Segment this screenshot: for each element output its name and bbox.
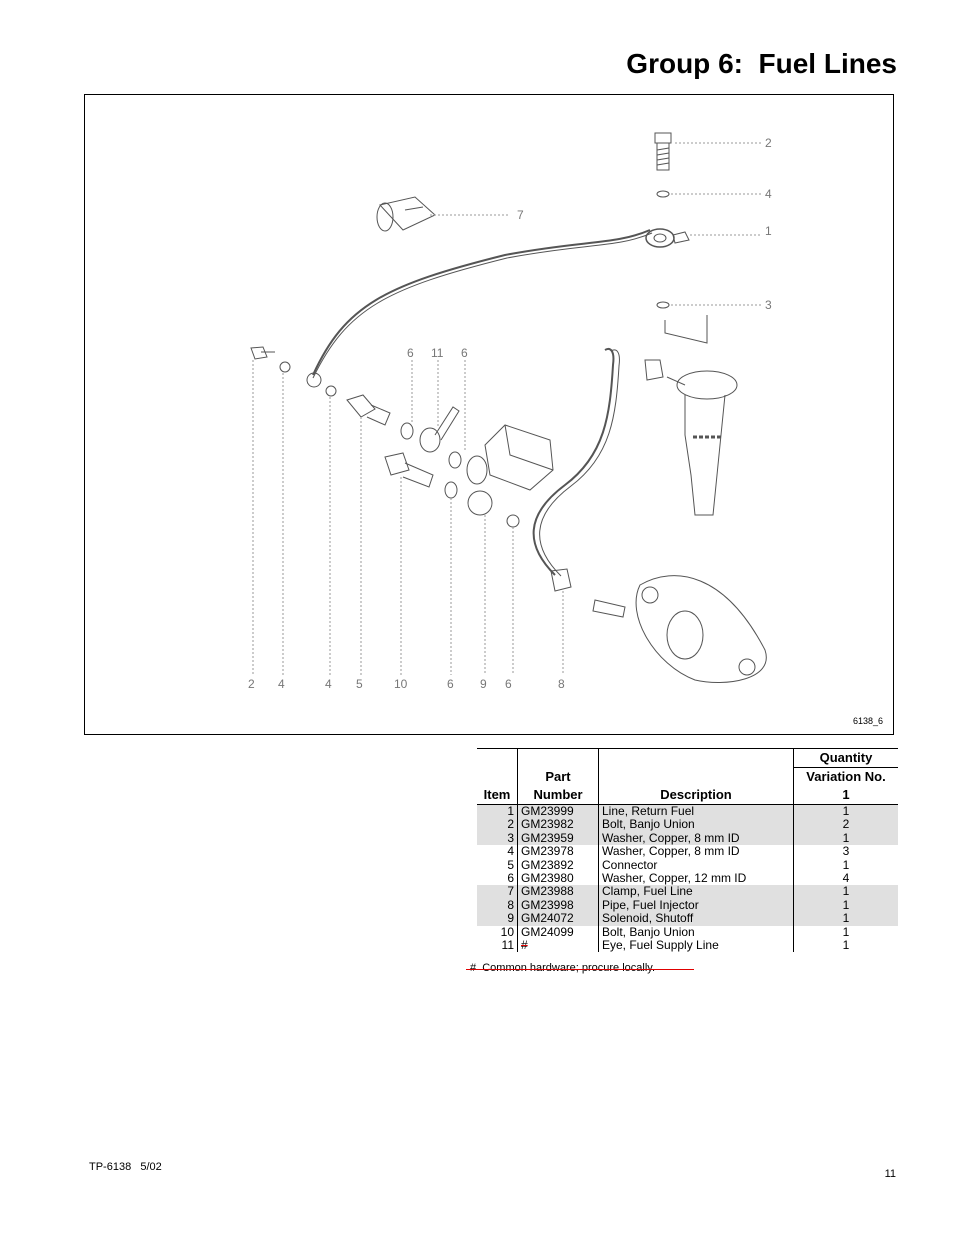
header-quantity: Quantity — [793, 748, 898, 768]
callout-10: 10 — [394, 677, 408, 691]
header-description: Description — [598, 786, 794, 805]
cell-description: Washer, Copper, 12 mm ID — [598, 871, 794, 886]
cell-item: 4 — [477, 844, 518, 859]
header-variation: Variation No. — [806, 769, 886, 784]
callout-2-bottom: 2 — [248, 677, 255, 691]
header-item: Item — [477, 786, 518, 805]
table-row: 10 GM24099 Bolt, Banjo Union 1 — [477, 924, 898, 940]
table-row: 8 GM23998 Pipe, Fuel Injector 1 — [477, 898, 898, 913]
callout-4-top: 4 — [765, 187, 772, 201]
cell-description: Bolt, Banjo Union — [598, 925, 794, 940]
header-part-line1: Part — [517, 767, 599, 786]
cell-description: Connector — [598, 858, 794, 873]
callout-6-bottom-a: 6 — [447, 677, 454, 691]
footnote-strikethrough — [466, 969, 694, 970]
cell-part: GM24099 — [517, 925, 599, 940]
figure-id: 6138_6 — [852, 716, 883, 726]
header-item-blank-1 — [477, 748, 518, 768]
cell-part: GM23980 — [517, 871, 599, 886]
table-row: 11 # Eye, Fuel Supply Line 1 — [477, 938, 898, 953]
callout-6-mid-b: 6 — [461, 346, 468, 360]
cell-qty: 1 — [793, 804, 898, 819]
common-hardware-mark: # — [521, 938, 528, 953]
table-row: 2 GM23982 Bolt, Banjo Union 2 — [477, 817, 898, 832]
header-part-line2: Number — [517, 786, 599, 805]
cell-qty: 1 — [842, 924, 850, 939]
cell-qty: 1 — [842, 938, 850, 953]
callout-8: 8 — [558, 677, 565, 691]
header-item-blank-2 — [477, 767, 518, 786]
cell-item: 6 — [477, 871, 518, 886]
callout-9: 9 — [480, 677, 487, 691]
cell-qty: 1 — [842, 857, 850, 872]
cell-part: GM23978 — [517, 844, 599, 859]
cell-qty: 4 — [842, 871, 850, 886]
cell-part: GM23959 — [517, 831, 599, 846]
cell-item: 1 — [477, 804, 518, 819]
table-row: 9 GM24072 Solenoid, Shutoff 1 — [477, 911, 898, 926]
cell-qty: 1 — [793, 831, 898, 846]
cell-item: 3 — [477, 831, 518, 846]
callout-7: 7 — [517, 208, 524, 222]
cell-qty: 1 — [793, 898, 898, 913]
page-number: 11 — [884, 1168, 896, 1180]
callout-4-bottom-a: 4 — [278, 677, 285, 691]
cell-item: 2 — [477, 817, 518, 832]
header-variation-number: 1 — [793, 786, 898, 805]
cell-item: 7 — [477, 885, 518, 899]
cell-part-struck: # — [517, 938, 599, 953]
callout-1: 1 — [765, 224, 772, 238]
callout-2-top: 2 — [765, 136, 772, 150]
cell-qty: 1 — [793, 885, 898, 899]
cell-qty: 2 — [793, 817, 898, 832]
cell-part: GM23982 — [517, 817, 599, 832]
table-row: 7 GM23988 Clamp, Fuel Line 1 — [477, 885, 898, 899]
table-row: 1 GM23999 Line, Return Fuel 1 — [477, 804, 898, 819]
document-reference: TP-6138 5/02 — [89, 1161, 162, 1173]
cell-description: Solenoid, Shutoff — [598, 911, 794, 926]
cell-item: 10 — [477, 925, 518, 940]
cell-part: GM23988 — [517, 885, 599, 899]
footnote-common-hardware: # Common hardware; procure locally. — [470, 962, 656, 974]
cell-part: GM23892 — [517, 858, 599, 873]
cell-part: GM24072 — [517, 911, 599, 926]
cell-description: Clamp, Fuel Line — [598, 885, 794, 899]
cell-qty: 3 — [842, 844, 850, 859]
table-row: 5 GM23892 Connector 1 — [477, 857, 898, 873]
exploded-view-figure: 2 4 1 3 7 6 11 6 2 4 4 5 10 6 9 6 8 6138… — [84, 94, 894, 735]
header-desc-blank-2 — [598, 767, 794, 786]
cell-description: Washer, Copper, 8 mm ID — [598, 844, 794, 859]
cell-description: Washer, Copper, 8 mm ID — [598, 831, 794, 846]
cell-item: 11 — [477, 938, 518, 953]
cell-qty: 1 — [793, 911, 898, 926]
fuel-lines-diagram: 2 4 1 3 7 6 11 6 2 4 4 5 10 6 9 6 8 — [248, 132, 772, 691]
cell-description: Bolt, Banjo Union — [598, 817, 794, 832]
callout-4-bottom-b: 4 — [325, 677, 332, 691]
page-title: Group 6: Fuel Lines — [626, 48, 897, 79]
table-row: 4 GM23978 Washer, Copper, 8 mm ID 3 — [477, 844, 898, 859]
header-desc-blank-1 — [598, 748, 794, 768]
cell-part: GM23998 — [517, 898, 599, 913]
callout-6-bottom-b: 6 — [505, 677, 512, 691]
cell-description: Pipe, Fuel Injector — [598, 898, 794, 913]
callout-3: 3 — [765, 298, 772, 312]
table-row: 3 GM23959 Washer, Copper, 8 mm ID 1 — [477, 831, 898, 846]
table-row: 6 GM23980 Washer, Copper, 12 mm ID 4 — [477, 871, 898, 886]
header-part-blank — [517, 748, 599, 768]
cell-item: 9 — [477, 911, 518, 926]
cell-description: Eye, Fuel Supply Line — [598, 938, 794, 953]
cell-item: 8 — [477, 898, 518, 913]
cell-description: Line, Return Fuel — [598, 804, 794, 819]
cell-part: GM23999 — [517, 804, 599, 819]
parts-list-table: Quantity Part Variation No. Item Number … — [477, 748, 898, 953]
cell-item: 5 — [477, 858, 518, 873]
callout-6-mid-a: 6 — [407, 346, 414, 360]
callout-11: 11 — [431, 346, 444, 360]
callout-5: 5 — [356, 677, 363, 691]
